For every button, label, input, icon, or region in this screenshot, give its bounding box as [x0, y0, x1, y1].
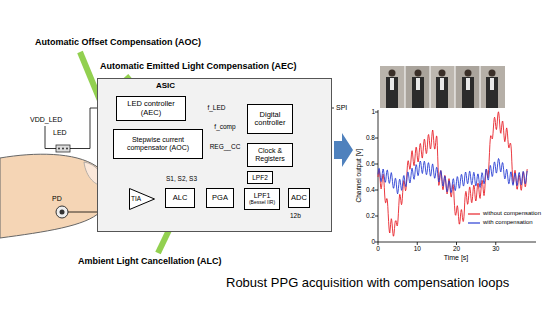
photo-strip: [380, 66, 505, 108]
signal-name: f_LED: [206, 104, 226, 111]
process-box: PGA: [206, 188, 234, 208]
node-text: ADC: [291, 194, 307, 202]
node-text: ALC: [173, 194, 188, 202]
legend-text: with compensation: [483, 219, 533, 226]
part-name: LED: [53, 129, 67, 137]
bit-width: 12b: [290, 212, 301, 219]
legend-text: without compensation: [483, 210, 541, 217]
process-box: LPF2: [247, 171, 273, 184]
tick-label: 1: [361, 108, 375, 115]
tick-label: 0: [361, 238, 375, 245]
signal-name: f_comp: [213, 123, 236, 130]
node-text: TIA: [131, 195, 141, 202]
process-box: ADC: [288, 188, 310, 208]
finger: [0, 154, 108, 238]
tick-label: 0.2: [361, 212, 375, 219]
tick-label: 30: [488, 245, 504, 252]
node-text: PGA: [212, 194, 228, 202]
process-box: Clock & Registers: [247, 143, 293, 167]
callout-text: Automatic Emitted Light Compensation (AE…: [100, 62, 297, 72]
signal-name: S1, S2, S3: [166, 175, 197, 182]
node-subtext: (Bessel IIR): [249, 200, 275, 206]
chart-curves: [378, 112, 527, 236]
legend-sample-blue: [468, 222, 480, 223]
process-box: Stepwise current compensator (AOC): [113, 129, 203, 159]
node-text: LED controller (AEC): [119, 100, 183, 117]
caption: Robust PPG acquisition with compensation…: [226, 276, 509, 290]
node-text: LPF1: [254, 192, 271, 200]
signal-curve: [378, 159, 527, 194]
callout-text: Automatic Offset Compensation (AOC): [35, 38, 201, 48]
node-text: Digital controller: [250, 111, 290, 128]
process-box: LPF1(Bessel IIR): [244, 188, 280, 210]
legend-sample-red: [468, 213, 480, 214]
result-arrow: [334, 133, 353, 167]
callout-text: Ambient Light Cancellation (ALC): [78, 257, 222, 267]
amplifier-triangle: TIA: [129, 188, 155, 210]
signal-curve: [378, 112, 527, 236]
tick-label: 0: [370, 245, 386, 252]
led-icon: [56, 145, 70, 152]
process-box: ALC: [165, 188, 195, 208]
node-text: ASIC: [156, 82, 175, 91]
pin-name: VDD_LED: [30, 116, 62, 124]
chart-axes: [375, 110, 536, 245]
tick-label: 10: [409, 245, 425, 252]
process-box: LED controller (AEC): [116, 96, 186, 121]
tick-label: 0.6: [361, 160, 375, 167]
tick-label: 0.4: [361, 186, 375, 193]
pd-icon: [56, 206, 68, 218]
process-box: Digital controller: [247, 104, 293, 134]
node-text: LPF2: [252, 174, 268, 181]
tick-label: 0.8: [361, 134, 375, 141]
axis-title: Channel output [V]: [355, 126, 362, 226]
part-name: PD: [52, 195, 62, 203]
node-text: Stepwise current compensator (AOC): [116, 136, 200, 151]
signal-name: SPI: [336, 104, 347, 112]
signal-name: REG__CC: [209, 143, 242, 150]
asic-block: ASIC LED controller (AEC) Stepwise current…: [97, 78, 332, 232]
tick-label: 20: [449, 245, 465, 252]
axis-title: Time [s]: [426, 254, 486, 262]
node-text: Clock & Registers: [250, 147, 290, 162]
